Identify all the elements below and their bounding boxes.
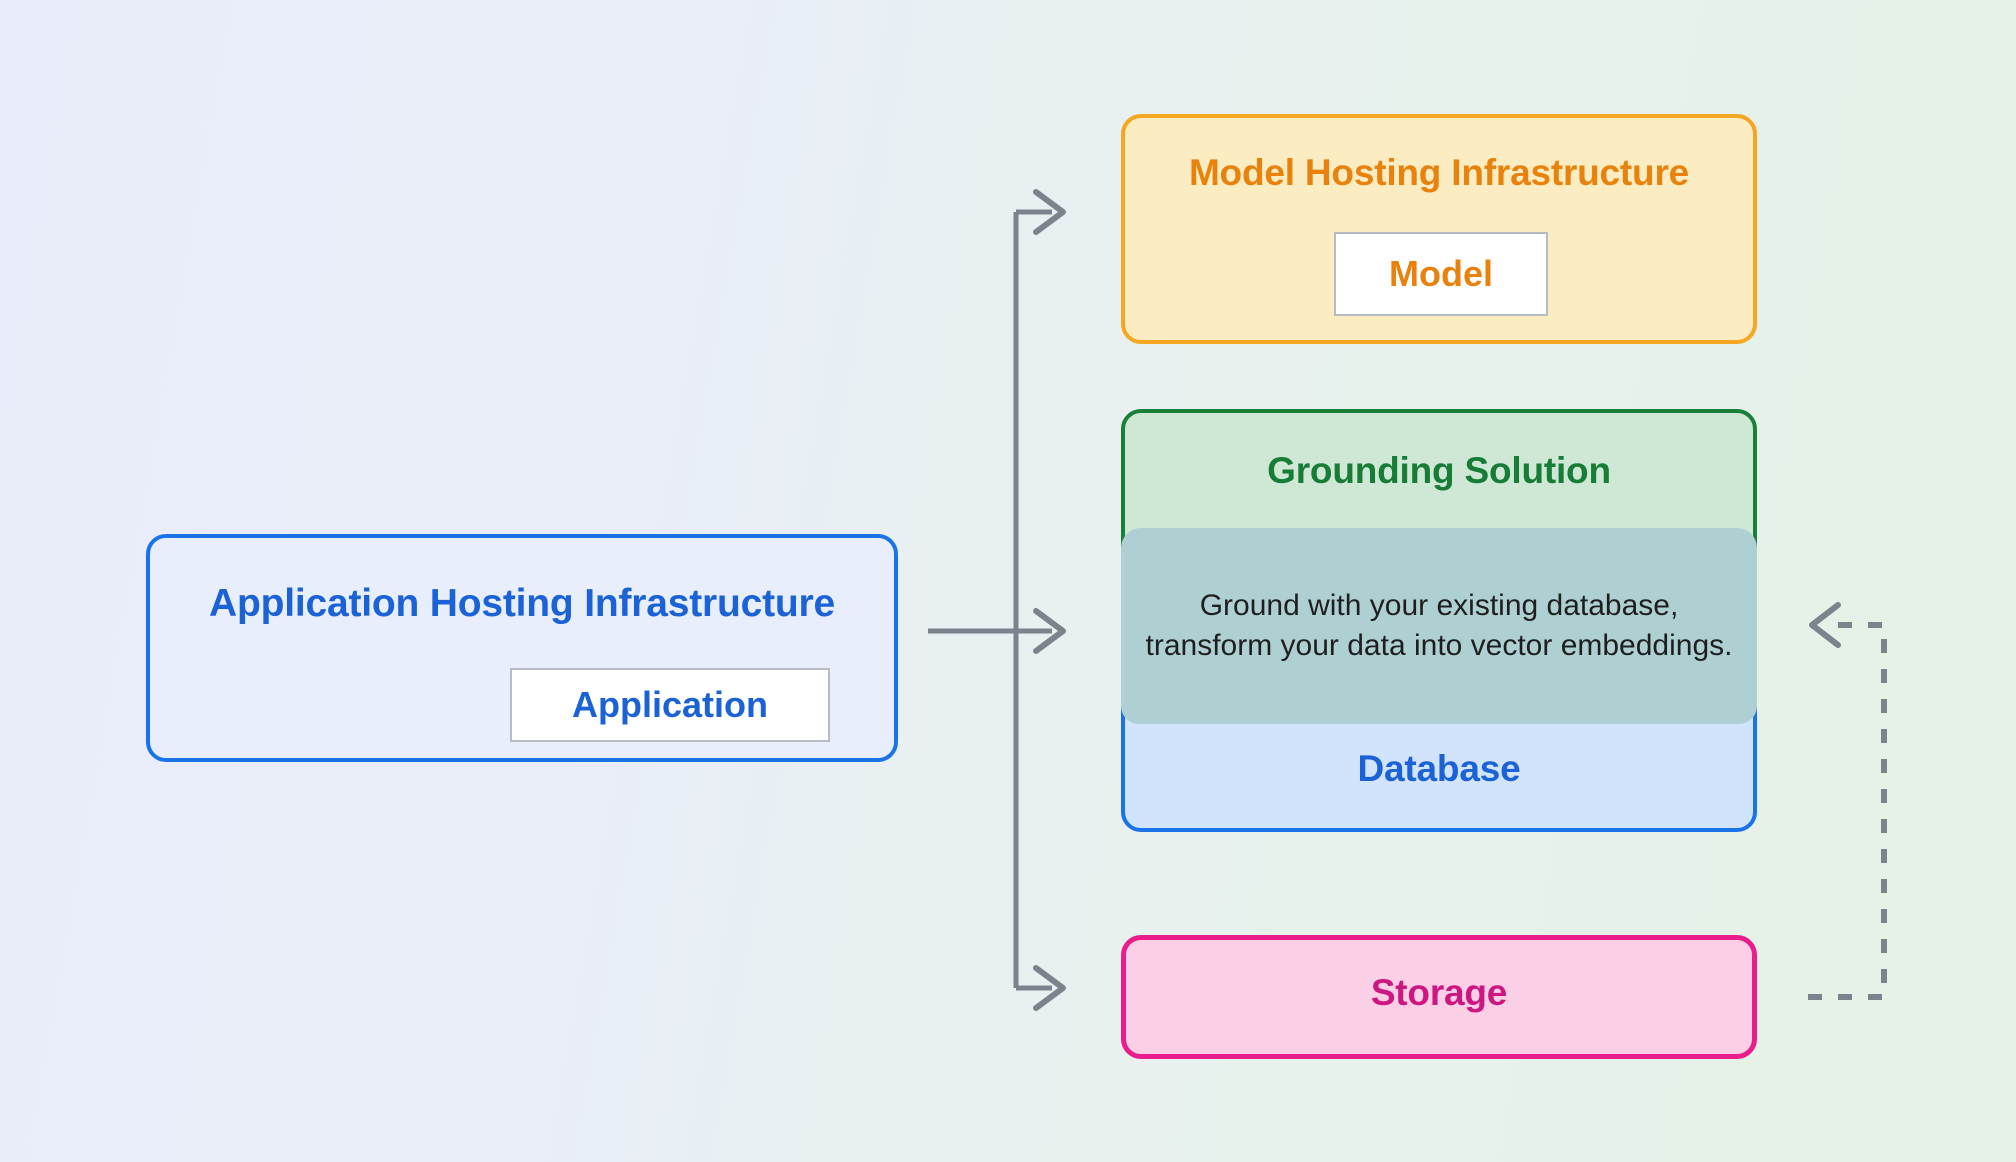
chip-application[interactable]: Application: [510, 668, 830, 742]
overlap-description: Ground with your existing database, tran…: [1121, 528, 1757, 724]
overlap-description-text: Ground with your existing database, tran…: [1145, 589, 1733, 662]
chip-application-label: Application: [572, 684, 768, 725]
connector-storage-to-database-dashed: [1808, 622, 1887, 1000]
grounding-solution-title: Grounding Solution: [1267, 450, 1611, 491]
storage-title: Storage: [1370, 972, 1508, 1013]
node-model-hosting-infrastructure[interactable]: Model Hosting Infrastructure Model: [1121, 114, 1757, 344]
arrowhead-to-grounding-icon: [1033, 608, 1066, 654]
node-application-hosting-infrastructure[interactable]: Application Hosting Infrastructure Appli…: [146, 534, 898, 762]
arrowhead-to-database-icon: [1809, 602, 1841, 648]
model-hosting-title: Model Hosting Infrastructure: [1188, 152, 1690, 193]
chip-model[interactable]: Model: [1334, 232, 1548, 316]
arrowhead-to-model-icon: [1033, 189, 1066, 235]
arrowhead-to-storage-icon: [1033, 965, 1066, 1011]
chip-model-label: Model: [1389, 253, 1493, 294]
node-storage[interactable]: Storage: [1121, 935, 1757, 1059]
application-hosting-title: Application Hosting Infrastructure: [209, 582, 835, 625]
database-title: Database: [1357, 748, 1521, 789]
